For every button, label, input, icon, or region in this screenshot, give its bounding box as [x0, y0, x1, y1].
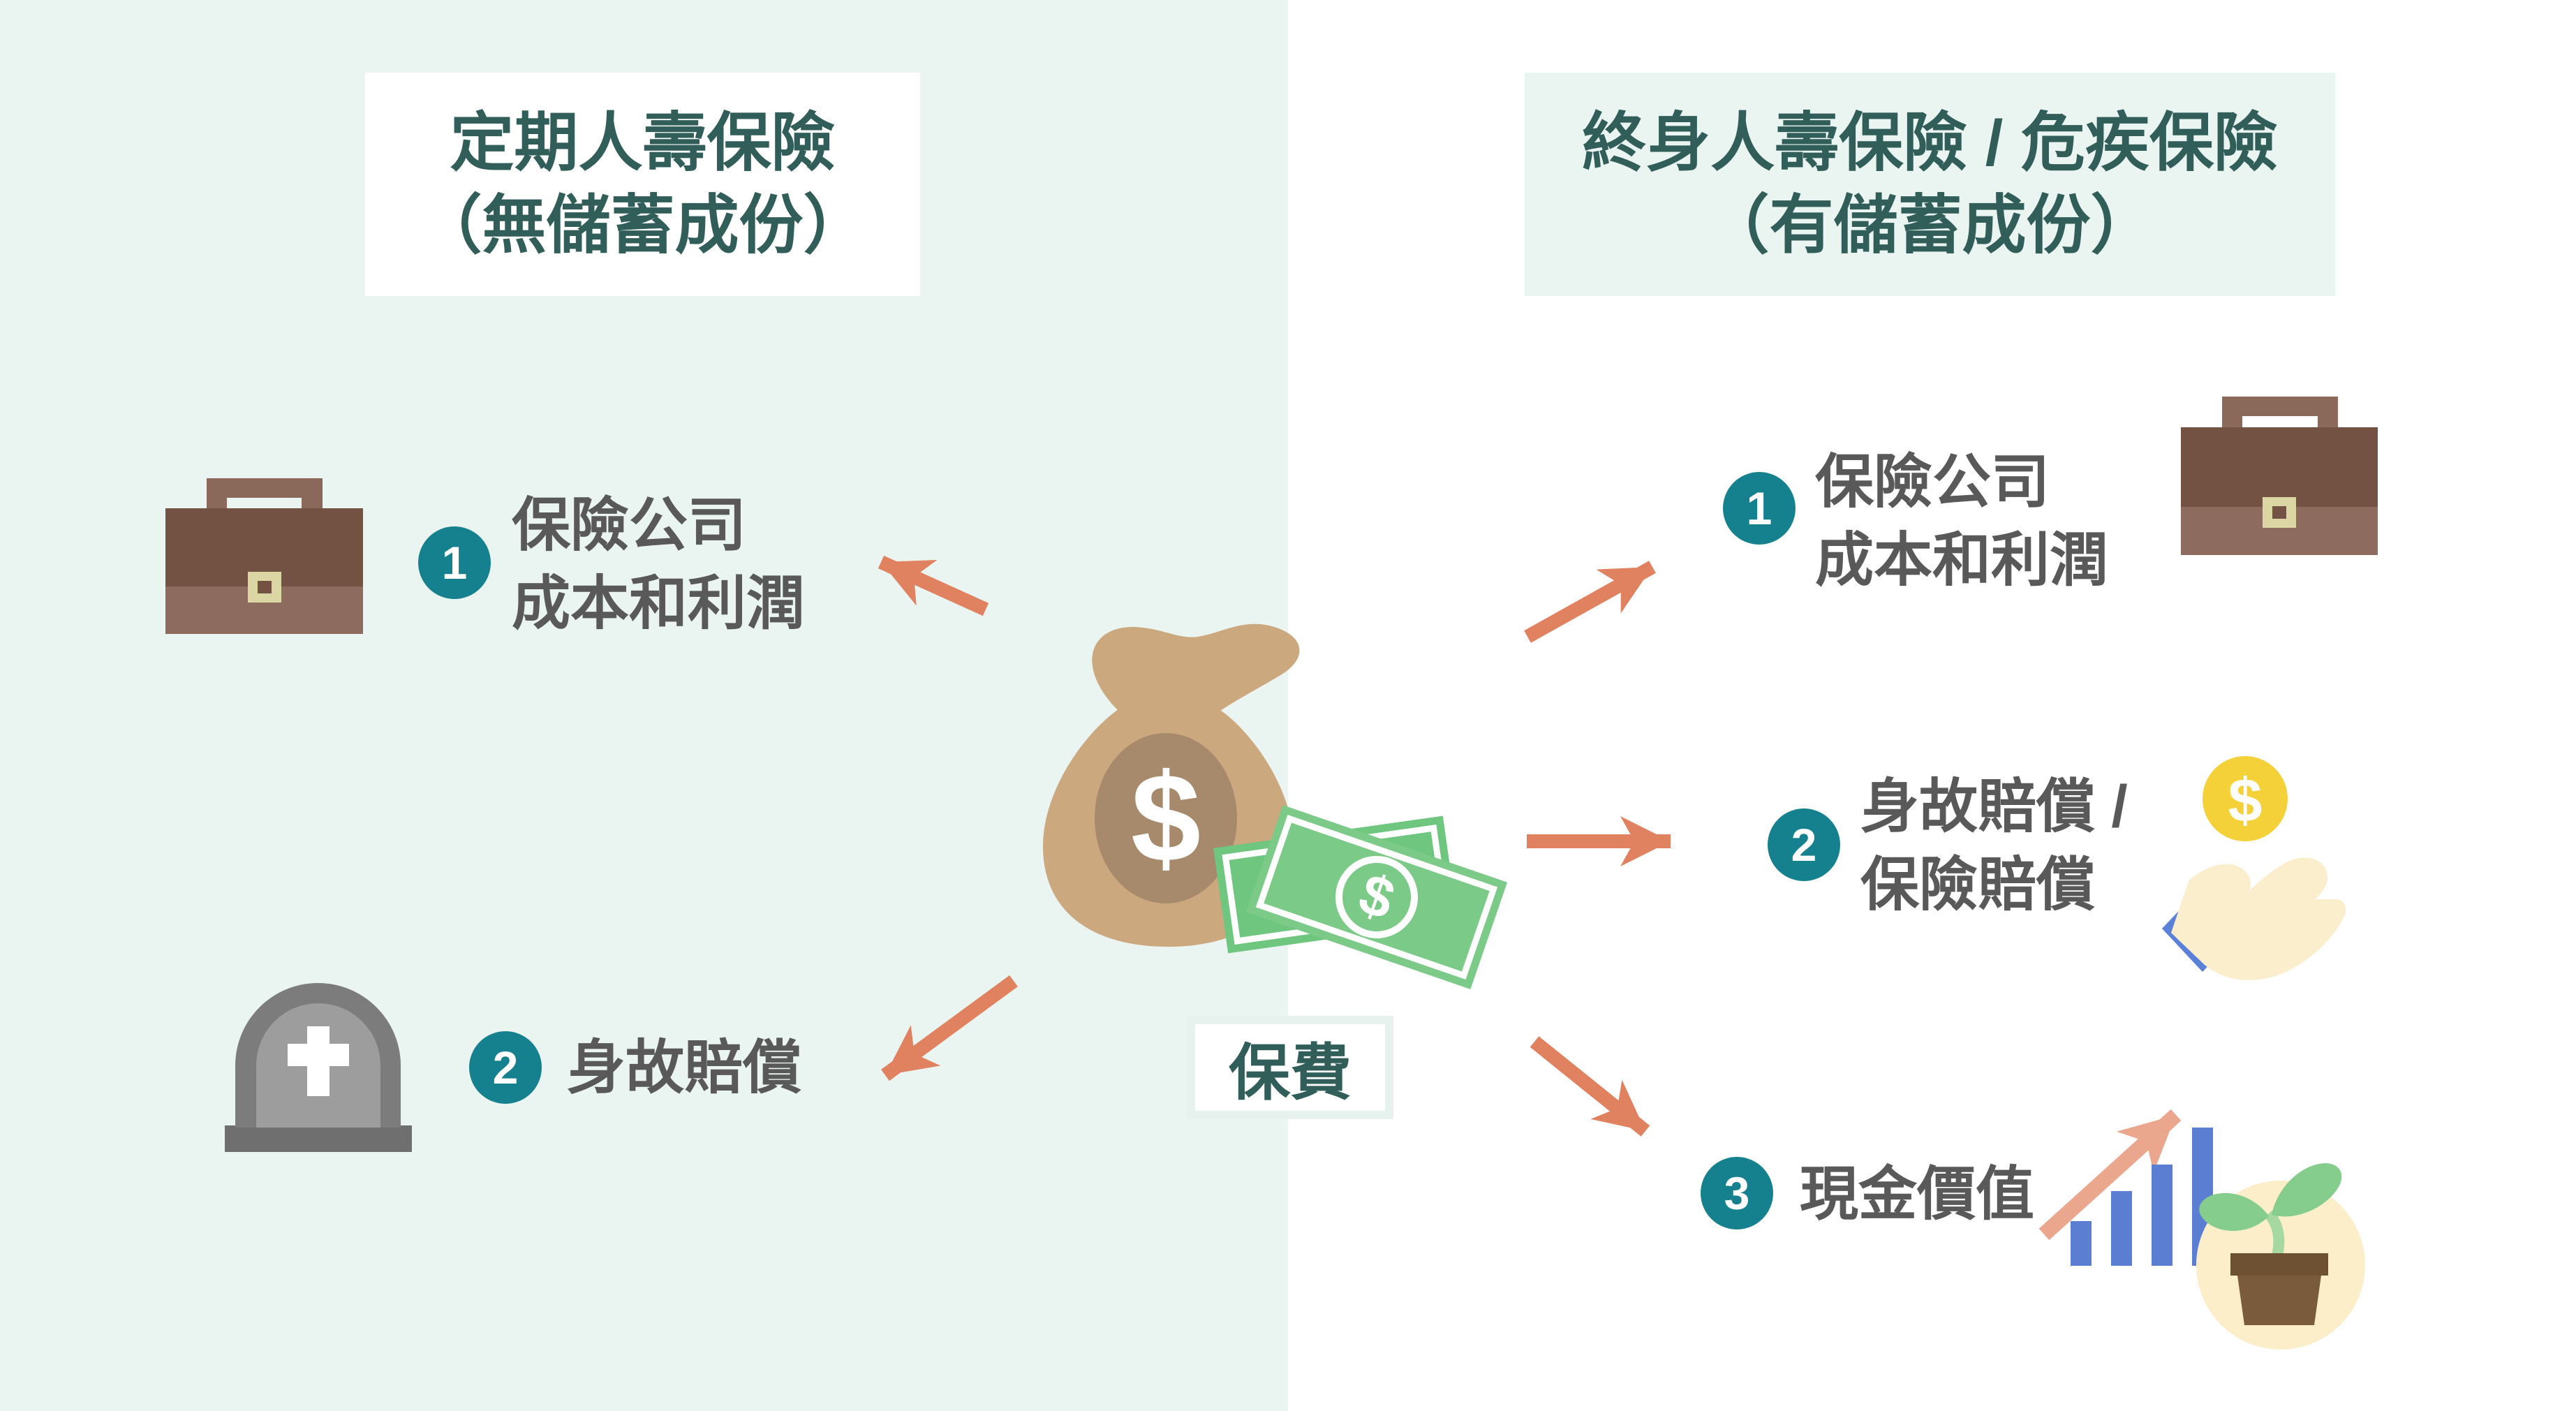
briefcase-icon [165, 478, 363, 634]
plant-leaf-right [2272, 1163, 2342, 1217]
right-title-box: 終身人壽保險 / 危疾保險 （有儲蓄成份） [1525, 73, 2335, 296]
right-item2-label: 身故賠償 / 保險賠償 [1860, 774, 2128, 917]
arrow-to-right-item1 [1524, 561, 1656, 643]
right-title-line2: （有儲蓄成份） [1705, 190, 2155, 261]
hand-icon [2171, 857, 2346, 980]
premium-label-box: 保費 [1187, 1016, 1393, 1119]
arrow-to-left-item2 [881, 975, 1018, 1081]
tombstone-icon [225, 983, 412, 1152]
coin-in-hand-icon: $ [2162, 756, 2346, 980]
money-bag-dollar: $ [1131, 748, 1201, 889]
money-bag-oval [1095, 733, 1237, 903]
left-title-box: 定期人壽保險 （無儲蓄成份） [365, 73, 920, 296]
right-item3-badge: 3 [1701, 1157, 1773, 1229]
briefcase-icon [2181, 397, 2378, 555]
left-item2-label: 身故賠償 [567, 1035, 802, 1100]
left-title-line1: 定期人壽保險 [450, 108, 836, 179]
coin-dollar: $ [2228, 766, 2263, 835]
premium-label: 保費 [1228, 1037, 1352, 1107]
left-title-line2: （無儲蓄成份） [417, 190, 868, 261]
coin-icon [2203, 756, 2288, 841]
right-title-line1: 終身人壽保險 / 危疾保險 [1582, 108, 2278, 179]
plant-pot-icon [2196, 1163, 2365, 1350]
right-item1-label: 保險公司 成本和利潤 [1815, 449, 2109, 593]
pot-rim [2230, 1253, 2328, 1276]
plant-leaf-left [2199, 1192, 2269, 1232]
right-item1-badge: 1 [1723, 472, 1796, 545]
right-item2-badge: 2 [1768, 808, 1840, 881]
pot-body [2237, 1276, 2321, 1325]
growth-arrow-icon [2038, 1109, 2182, 1241]
briefcase-clasp [248, 572, 281, 603]
left-item2-badge: 2 [469, 1031, 542, 1104]
money-bag-knot [1092, 623, 1300, 712]
briefcase-handle-notch [227, 498, 302, 508]
arrow-to-left-item1 [878, 555, 989, 616]
plant-stem [2264, 1209, 2285, 1257]
left-item1-badge: 1 [418, 526, 491, 599]
left-item1-label: 保險公司 成本和利潤 [512, 492, 806, 636]
arrow-to-right-item3 [1530, 1036, 1650, 1137]
right-item3-label: 現金價值 [1800, 1161, 2035, 1227]
